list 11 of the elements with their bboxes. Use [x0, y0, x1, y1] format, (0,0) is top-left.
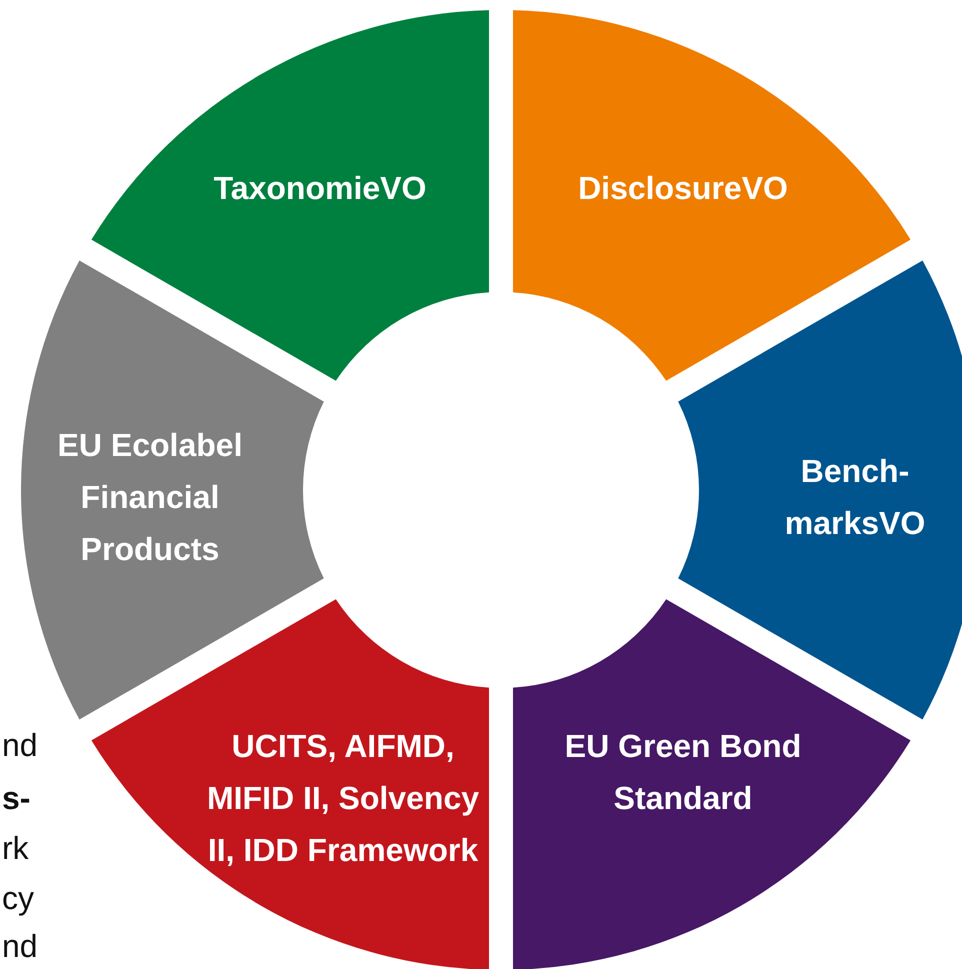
text-fragment: nd — [2, 727, 38, 763]
text-fragment: cy — [2, 880, 34, 916]
segment-label: EU Green Bond Standard — [564, 727, 802, 818]
segment-label: UCITS, AIFMD, MIFID II, Solvency II, IDD Framework — [206, 727, 480, 870]
text-fragment: nd — [2, 928, 38, 964]
text-fragment: rk — [2, 830, 29, 866]
segment-label: TaxonomieVO — [212, 169, 428, 208]
segment-label: Bench- marksVO — [784, 452, 926, 543]
segment-label: DisclosureVO — [577, 169, 789, 208]
segment-label: EU Ecolabel Financial Products — [56, 426, 244, 569]
text-fragment: s- — [2, 780, 30, 816]
